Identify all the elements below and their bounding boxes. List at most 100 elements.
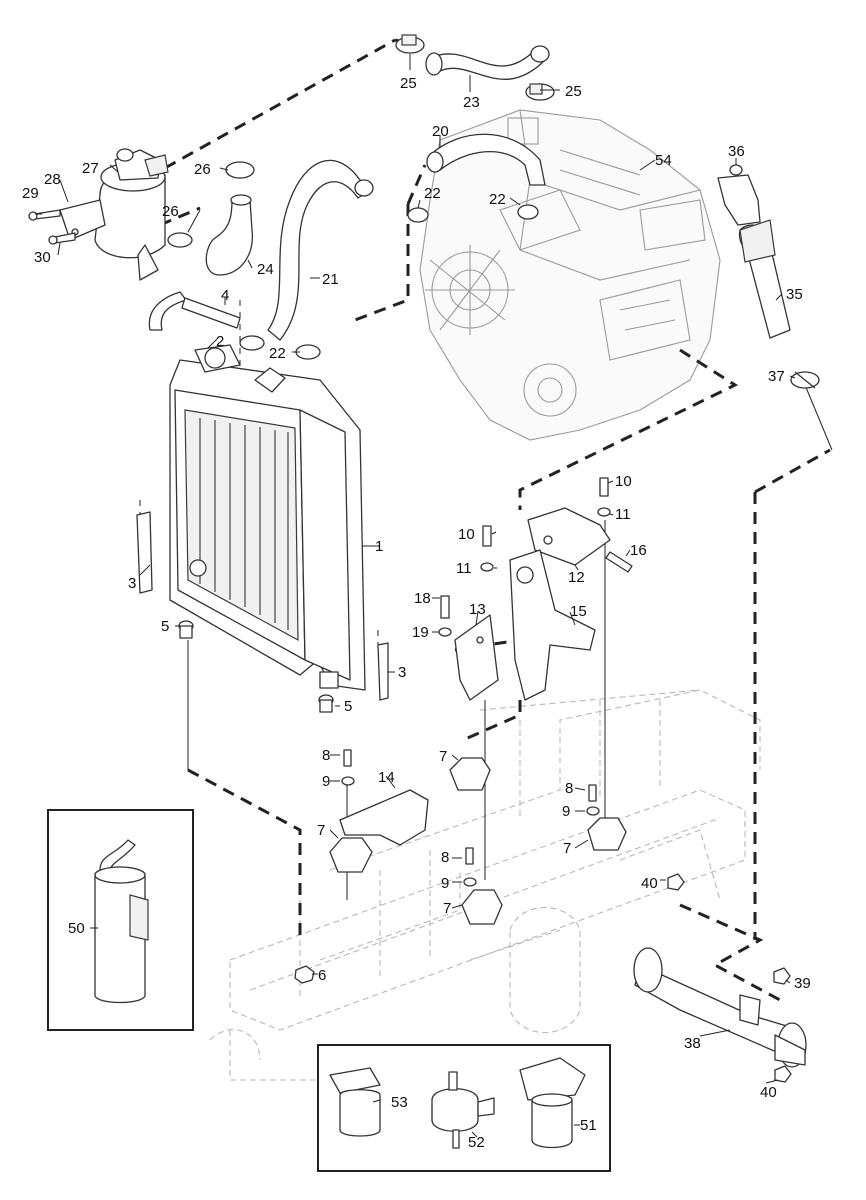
clamp-25-right — [525, 83, 555, 101]
callout-8-c: 8 — [565, 780, 573, 797]
clamp-26-top — [225, 161, 255, 179]
muffler — [633, 947, 807, 1068]
air-cleaner — [59, 148, 169, 281]
inset-box-fuel-filters — [317, 1044, 611, 1172]
rubber-mount-7-b — [329, 837, 373, 873]
callout-1: 1 — [375, 538, 383, 555]
callout-16: 16 — [630, 542, 647, 559]
washer-19 — [438, 627, 452, 637]
callout-39: 39 — [794, 975, 811, 992]
callout-54: 54 — [655, 152, 672, 169]
callout-40-b: 40 — [760, 1084, 777, 1101]
bolt-29 — [28, 209, 61, 221]
rubber-mount-7-d — [587, 817, 627, 851]
clamp-22-c — [239, 335, 321, 360]
radiator — [169, 344, 366, 691]
bolt-30 — [48, 232, 76, 245]
bolt-16 — [605, 551, 633, 573]
bracket-15 — [509, 549, 596, 701]
callout-13: 13 — [469, 601, 486, 618]
callout-30: 30 — [34, 249, 51, 266]
callout-25-b: 25 — [565, 83, 582, 100]
mount-5-top — [178, 620, 194, 639]
callout-11-b: 11 — [456, 560, 472, 577]
inset-box-accumulator — [47, 809, 194, 1031]
callout-52: 52 — [468, 1134, 485, 1151]
clamp-22-b — [517, 204, 539, 220]
callout-10-a: 10 — [615, 473, 632, 490]
callout-27: 27 — [82, 160, 99, 177]
bracket-13 — [454, 614, 499, 701]
callout-4: 4 — [221, 287, 229, 304]
seal-strip-3-right — [377, 642, 389, 701]
callout-37: 37 — [768, 368, 785, 385]
callout-53: 53 — [391, 1094, 408, 1111]
bolt-8-a — [343, 749, 352, 767]
callout-8-a: 8 — [322, 747, 330, 764]
callout-7-b: 7 — [317, 822, 325, 839]
callout-11-a: 11 — [615, 506, 631, 523]
callout-5-bottom: 5 — [344, 698, 352, 715]
clamp-26-mid — [167, 232, 193, 248]
hose-21 — [267, 159, 374, 341]
washer-9-a — [341, 776, 355, 786]
callout-38: 38 — [684, 1035, 701, 1052]
bolt-10-b — [482, 525, 492, 547]
callout-14: 14 — [378, 769, 395, 786]
hose-20 — [426, 133, 546, 186]
callout-26-a: 26 — [194, 161, 211, 178]
washer-11-a — [597, 507, 611, 517]
callout-24: 24 — [257, 261, 274, 278]
hose-24 — [205, 194, 254, 276]
rubber-mount-7-a — [449, 757, 491, 791]
washer-9-c — [586, 806, 600, 816]
callout-22-c: 22 — [269, 345, 286, 362]
callout-5-top: 5 — [161, 618, 169, 635]
callout-22-b: 22 — [489, 191, 506, 208]
callout-7-d: 7 — [563, 840, 571, 857]
clamp-25-top — [395, 34, 425, 54]
hose-35 — [717, 174, 791, 339]
nut-40-b — [774, 1065, 792, 1083]
callout-15: 15 — [570, 603, 587, 620]
engine — [419, 109, 721, 441]
callout-3-left: 3 — [128, 575, 136, 592]
callout-12: 12 — [568, 569, 585, 586]
callout-29: 29 — [22, 185, 39, 202]
washer-9-b — [463, 877, 477, 887]
bolt-10-a — [599, 477, 609, 497]
callout-35: 35 — [786, 286, 803, 303]
callout-9-a: 9 — [322, 773, 330, 790]
hose-fuel-left — [148, 291, 187, 331]
callout-7-a: 7 — [439, 748, 447, 765]
callout-26-b: 26 — [162, 203, 179, 220]
seal-strip-4 — [181, 297, 241, 329]
seal-strip-3-left — [136, 511, 153, 594]
callout-51: 51 — [580, 1117, 597, 1134]
callout-9-c: 9 — [562, 803, 570, 820]
nut-6 — [294, 965, 315, 984]
callout-19: 19 — [412, 624, 429, 641]
callout-36: 36 — [728, 143, 745, 160]
leader-lines — [35, 54, 796, 1138]
bracket-14 — [339, 789, 429, 846]
callout-9-b: 9 — [441, 875, 449, 892]
callout-8-b: 8 — [441, 849, 449, 866]
mount-5-bottom — [318, 694, 334, 713]
callout-7-c: 7 — [443, 900, 451, 917]
rubber-mount-7-c — [461, 889, 503, 925]
callout-40-a: 40 — [641, 875, 658, 892]
callout-25-a: 25 — [400, 75, 417, 92]
bolt-8-c — [588, 784, 597, 802]
callout-3-right: 3 — [398, 664, 406, 681]
washer-11-b — [480, 562, 494, 572]
callouts: 1 2 3 3 4 5 5 6 7 7 7 7 8 8 8 9 9 9 10 1… — [22, 75, 811, 1151]
bolt-18 — [440, 595, 450, 619]
clamp-37 — [790, 371, 820, 389]
bracket-12 — [527, 507, 611, 566]
callout-6: 6 — [318, 967, 326, 984]
callout-23: 23 — [463, 94, 480, 111]
callout-10-b: 10 — [458, 526, 475, 543]
callout-50: 50 — [68, 920, 85, 937]
